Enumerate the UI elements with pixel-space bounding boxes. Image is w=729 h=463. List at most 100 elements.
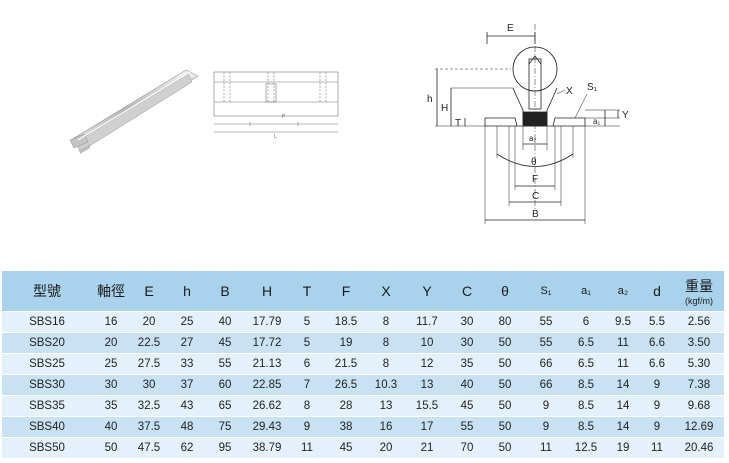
table-cell: 9 (640, 374, 674, 396)
table-cell: 30 (130, 374, 168, 396)
table-cell: 9.5 (606, 311, 640, 333)
table-cell: 6.5 (566, 332, 606, 354)
table-cell: 27 (168, 332, 206, 354)
table-cell: 14 (606, 395, 640, 417)
table-cell: 19 (324, 332, 368, 354)
table-cell: 12.5 (566, 437, 606, 459)
table-cell: 35 (92, 395, 130, 417)
header-C: C (450, 271, 484, 312)
table-cell: 40 (450, 374, 484, 396)
table-cell: SBS50 (2, 437, 92, 459)
table-cell: 28 (324, 395, 368, 417)
header-X: X (368, 271, 404, 312)
table-cell: 30 (450, 332, 484, 354)
table-cell: 43 (168, 395, 206, 417)
table-cell: SBS40 (2, 416, 92, 438)
table-cell: 17.72 (244, 332, 290, 354)
table-cell: 20 (92, 332, 130, 354)
table-cell: 20.46 (674, 437, 724, 459)
table-cell: 47.5 (130, 437, 168, 459)
table-cell: 20 (130, 311, 168, 333)
table-cell: 32.5 (130, 395, 168, 417)
table-cell: 70 (450, 437, 484, 459)
label-X: X (566, 86, 573, 97)
label-Y: Y (622, 110, 629, 121)
header-d: d (640, 271, 674, 312)
table-cell: 6 (290, 353, 324, 375)
header-shaft-diameter: 軸徑 (92, 271, 130, 312)
rail-side-view-drawing: P L (213, 71, 339, 140)
label-B: B (532, 209, 539, 220)
table-cell: 66 (526, 353, 566, 375)
table-cell: 13 (404, 374, 450, 396)
label-theta: θ (531, 157, 537, 168)
label-a2: a₂ (529, 134, 537, 143)
rail-cross-section-drawing: E h H T X S₁ a₁ Y a₂ θ F C B (427, 23, 629, 224)
table-cell: 17.79 (244, 311, 290, 333)
table-cell: 38 (324, 416, 368, 438)
table-cell: 8 (368, 353, 404, 375)
table-cell: 30 (450, 311, 484, 333)
table-cell: 22.85 (244, 374, 290, 396)
header-F: F (324, 271, 368, 312)
table-cell: 6.5 (566, 353, 606, 375)
table-cell: 11 (606, 353, 640, 375)
header-h: h (168, 271, 206, 312)
table-cell: 37.5 (130, 416, 168, 438)
table-cell: 9 (640, 395, 674, 417)
table-cell: 19 (606, 437, 640, 459)
table-cell: 66 (526, 374, 566, 396)
table-header-row: 型號 軸徑 E h B H T F X Y C θ S₁ a₁ a₂ d 重量 … (2, 271, 724, 312)
side-label-l: L (274, 134, 277, 140)
table-cell: 45 (450, 395, 484, 417)
specification-table: 型號 軸徑 E h B H T F X Y C θ S₁ a₁ a₂ d 重量 … (2, 271, 724, 459)
table-cell: 45 (324, 437, 368, 459)
table-cell: 50 (484, 332, 526, 354)
table-cell: 6 (566, 311, 606, 333)
table-cell: 29.43 (244, 416, 290, 438)
table-cell: 65 (206, 395, 244, 417)
table-cell: 25 (168, 311, 206, 333)
table-cell: 38.79 (244, 437, 290, 459)
table-cell: 37 (168, 374, 206, 396)
table-cell: SBS30 (2, 374, 92, 396)
table-cell: 55 (450, 416, 484, 438)
table-cell: 60 (206, 374, 244, 396)
header-a2: a₂ (606, 271, 640, 312)
table-cell: 12 (404, 353, 450, 375)
table-cell: 18.5 (324, 311, 368, 333)
table-cell: 8 (368, 332, 404, 354)
header-weight: 重量 (kgf/m) (674, 271, 724, 312)
header-E: E (130, 271, 168, 312)
table-cell: 21.5 (324, 353, 368, 375)
table-cell: 50 (484, 374, 526, 396)
table-cell: 15.5 (404, 395, 450, 417)
header-T: T (290, 271, 324, 312)
side-label-p: P (282, 114, 286, 120)
table-cell: 5 (290, 332, 324, 354)
table-cell: 30 (92, 374, 130, 396)
table-cell: 12.69 (674, 416, 724, 438)
table-cell: 11 (606, 332, 640, 354)
label-F: F (532, 174, 538, 185)
table-cell: 55 (526, 332, 566, 354)
table-cell: 9.68 (674, 395, 724, 417)
header-model: 型號 (2, 271, 92, 312)
table-cell: 7 (290, 374, 324, 396)
table-cell: 9 (290, 416, 324, 438)
table-cell: 55 (206, 353, 244, 375)
table-cell: 8.5 (566, 374, 606, 396)
table-cell: 26.62 (244, 395, 290, 417)
table-cell: 40 (206, 311, 244, 333)
table-cell: 45 (206, 332, 244, 354)
header-weight-label: 重量 (685, 277, 713, 294)
table-cell: 3.50 (674, 332, 724, 354)
table-cell: 11.7 (404, 311, 450, 333)
table-cell: 21.13 (244, 353, 290, 375)
table-cell: 50 (484, 437, 526, 459)
label-h: h (427, 94, 433, 105)
table-cell: 35 (450, 353, 484, 375)
